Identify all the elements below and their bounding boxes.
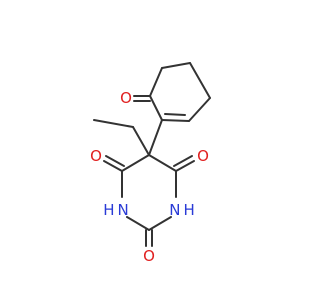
nitrogen-right-label: N H [169, 201, 195, 219]
bond-ring-c5-c6 [161, 119, 190, 122]
bond-c6-o-1 [175, 160, 195, 172]
bond-n1-c2 [148, 216, 172, 231]
bond-n3-c2 [126, 216, 150, 231]
oxygen-ketone-label: O [120, 89, 132, 107]
nitrogen-left-label: H N [103, 201, 129, 219]
bond-c4-o-2 [105, 155, 125, 167]
bond-c6-o-2 [173, 155, 193, 167]
oxygen-left-label: O [90, 147, 102, 165]
bond-quaternary-c6 [148, 154, 177, 172]
bond-ring-c4-c5 [188, 97, 211, 122]
bond-ethyl-1 [132, 126, 150, 156]
bond-ring-c3-c4 [189, 62, 211, 99]
bond-ethyl-2 [93, 119, 134, 128]
bond-ring-to-quaternary [148, 119, 163, 156]
oxygen-bottom-label: O [143, 247, 155, 265]
bond-ring-c2-c3 [161, 62, 191, 69]
bond-quaternary-c4 [121, 154, 150, 172]
molecule-structure-diagram: O O O O H N N H [90, 62, 211, 265]
bond-ring-c1-c2 [149, 67, 163, 97]
bond-ring-c5-c6-double [164, 113, 186, 116]
bond-ring-c6-c1 [149, 95, 163, 121]
bond-c4-o-1 [103, 160, 123, 172]
oxygen-right-label: O [197, 147, 209, 165]
